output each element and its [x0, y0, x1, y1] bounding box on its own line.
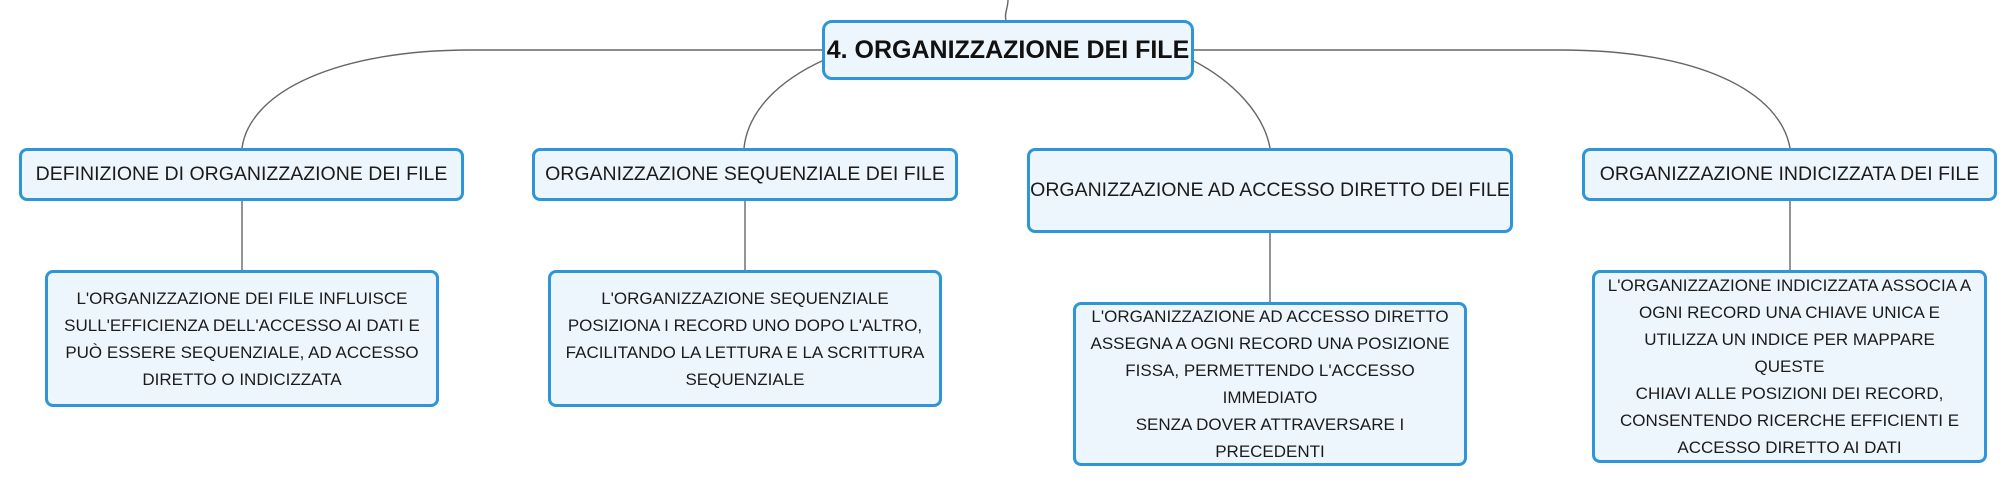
connector-root-topic-3 [1191, 59, 1271, 149]
connector-root-topic-1 [241, 49, 824, 149]
detail-line: ACCESSO DIRETTO AI DATI [1677, 438, 1902, 457]
root-node-label: 4. ORGANIZZAZIONE DEI FILE [826, 35, 1190, 64]
detail-line: SULL'EFFICIENZA DELL'ACCESSO AI DATI E [64, 315, 420, 335]
detail-line: L'ORGANIZZAZIONE SEQUENZIALE [601, 288, 889, 308]
connector-parent-stub [1004, 0, 1009, 21]
detail-line: ASSEGNA A OGNI RECORD UNA POSIZIONE [1090, 334, 1450, 353]
detail-line: UTILIZZA UN INDICE PER MAPPARE QUESTE [1644, 330, 1935, 376]
detail-text: L'ORGANIZZAZIONE INDICIZZATA ASSOCIA A O… [1607, 272, 1972, 461]
detail-line: FACILITANDO LA LETTURA E LA SCRITTURA [565, 342, 925, 362]
detail-line: L'ORGANIZZAZIONE DEI FILE INFLUISCE [76, 288, 408, 308]
detail-line: OGNI RECORD UNA CHIAVE UNICA E [1638, 303, 1940, 322]
connector-root-topic-4 [1192, 49, 1791, 149]
detail-line: DIRETTO O INDICIZZATA [142, 369, 342, 389]
detail-text: L'ORGANIZZAZIONE AD ACCESSO DIRETTO ASSE… [1088, 303, 1452, 465]
topic-node-label: ORGANIZZAZIONE INDICIZZATA DEI FILE [1599, 163, 1980, 185]
detail-text: L'ORGANIZZAZIONE DEI FILE INFLUISCE SULL… [64, 285, 420, 393]
detail-line: CHIAVI ALLE POSIZIONI DEI RECORD, [1635, 384, 1944, 403]
detail-text: L'ORGANIZZAZIONE SEQUENZIALE POSIZIONA I… [566, 285, 925, 393]
topic-node-label: ORGANIZZAZIONE AD ACCESSO DIRETTO DEI FI… [1030, 179, 1510, 201]
detail-node-indicizzata[interactable]: L'ORGANIZZAZIONE INDICIZZATA ASSOCIA A O… [1592, 270, 1987, 463]
detail-line: POSIZIONA I RECORD UNO DOPO L'ALTRO, [567, 315, 923, 335]
detail-line: L'ORGANIZZAZIONE AD ACCESSO DIRETTO [1091, 307, 1449, 326]
root-node[interactable]: 4. ORGANIZZAZIONE DEI FILE [822, 20, 1194, 80]
connector-root-topic-2 [743, 59, 825, 149]
detail-node-definizione[interactable]: L'ORGANIZZAZIONE DEI FILE INFLUISCE SULL… [45, 270, 439, 407]
topic-node-sequenziale[interactable]: ORGANIZZAZIONE SEQUENZIALE DEI FILE [532, 148, 958, 201]
detail-line: SENZA DOVER ATTRAVERSARE I PRECEDENTI [1135, 415, 1405, 461]
detail-line: L'ORGANIZZAZIONE INDICIZZATA ASSOCIA A [1607, 276, 1972, 295]
topic-node-accesso-diretto[interactable]: ORGANIZZAZIONE AD ACCESSO DIRETTO DEI FI… [1027, 148, 1513, 233]
topic-node-definizione[interactable]: DEFINIZIONE DI ORGANIZZAZIONE DEI FILE [19, 148, 464, 201]
detail-line: CONSENTENDO RICERCHE EFFICIENTI E [1619, 411, 1960, 430]
topic-node-indicizzata[interactable]: ORGANIZZAZIONE INDICIZZATA DEI FILE [1582, 148, 1997, 201]
topic-node-label: DEFINIZIONE DI ORGANIZZAZIONE DEI FILE [35, 163, 448, 185]
detail-line: PUÒ ESSERE SEQUENZIALE, AD ACCESSO [65, 342, 419, 362]
detail-line: FISSA, PERMETTENDO L'ACCESSO IMMEDIATO [1125, 361, 1415, 407]
detail-node-accesso-diretto[interactable]: L'ORGANIZZAZIONE AD ACCESSO DIRETTO ASSE… [1073, 302, 1467, 466]
detail-line: SEQUENZIALE [685, 369, 805, 389]
topic-node-label: ORGANIZZAZIONE SEQUENZIALE DEI FILE [545, 163, 945, 185]
detail-node-sequenziale[interactable]: L'ORGANIZZAZIONE SEQUENZIALE POSIZIONA I… [548, 270, 942, 407]
